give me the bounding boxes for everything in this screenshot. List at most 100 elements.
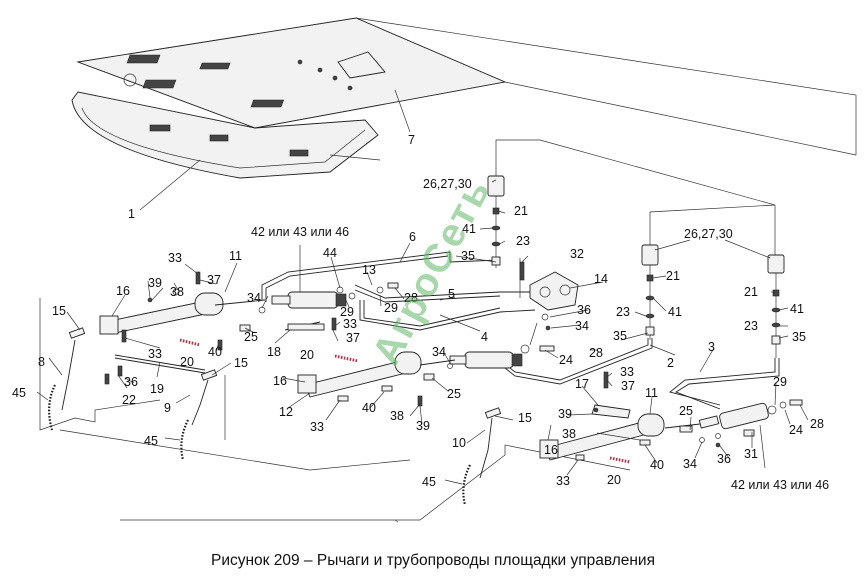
- pipe-18: [284, 321, 325, 331]
- leader-lines: [36, 89, 809, 485]
- callout-15-middle: 15: [234, 356, 248, 370]
- watermark: АгроСеть: [364, 170, 499, 372]
- lever-shaft-middle: [297, 351, 456, 398]
- callout-14: 14: [594, 272, 608, 286]
- callout-35-top: 35: [461, 249, 475, 263]
- spring-20-left: [179, 338, 201, 347]
- pipe-6: [261, 251, 501, 302]
- callout-25-left: 25: [244, 330, 258, 344]
- callout-24-right: 24: [789, 423, 803, 437]
- pipe-4: [359, 300, 536, 331]
- callout-39-a: 39: [148, 276, 162, 290]
- callout-25-right: 25: [679, 404, 693, 418]
- callout-9: 9: [164, 401, 171, 415]
- callout-40-a: 40: [208, 345, 222, 359]
- callout-33-a: 33: [168, 251, 182, 265]
- callout-2: 2: [667, 356, 674, 370]
- callout-6: 6: [409, 230, 416, 244]
- callout-24-left: 24: [559, 353, 573, 367]
- reservoir-top: [487, 175, 505, 268]
- callout-23-top: 23: [516, 234, 530, 248]
- callout-42-43-46-right: 42 или 43 или 46: [731, 478, 829, 492]
- callout-7: 7: [408, 133, 415, 147]
- figure-caption: Рисунок 209 – Рычаги и трубопроводы площ…: [211, 552, 655, 569]
- callout-21-top: 21: [514, 204, 528, 218]
- callout-37-a: 37: [207, 273, 221, 287]
- spring-20-middle: [334, 354, 359, 363]
- callout-1: 1: [128, 207, 135, 221]
- callout-15-right: 15: [518, 411, 532, 425]
- callout-labels: 1 2 3 4 5 6 7 8 9 10 11 11 12 13 14 15 1…: [12, 133, 829, 492]
- lever-shaft-right: [539, 413, 701, 461]
- lever-shaft-left: [99, 292, 266, 335]
- callout-45-left: 45: [12, 386, 26, 400]
- callout-23-left: 23: [616, 305, 630, 319]
- callout-22: 22: [122, 393, 136, 407]
- callout-42-43-46-left: 42 или 43 или 46: [251, 225, 349, 239]
- reservoir-left: [641, 244, 659, 340]
- pipe-5: [354, 284, 545, 303]
- callout-39-c: 39: [558, 407, 572, 421]
- callout-5: 5: [448, 287, 455, 301]
- callout-17: 17: [575, 377, 589, 391]
- platform-frame-1: [71, 91, 381, 179]
- callout-40-b: 40: [362, 401, 376, 415]
- callout-36-b: 36: [124, 375, 138, 389]
- callout-38-b: 38: [390, 409, 404, 423]
- bracket-17: [591, 404, 631, 419]
- callout-25-middle: 25: [447, 387, 461, 401]
- callout-18: 18: [267, 345, 281, 359]
- callout-28-left: 28: [589, 346, 603, 360]
- callout-13: 13: [362, 263, 376, 277]
- callout-16-left: 16: [116, 284, 130, 298]
- callout-41-right: 41: [790, 302, 804, 316]
- callout-33-f: 33: [620, 365, 634, 379]
- boot-45-middle: [180, 419, 189, 461]
- callout-33-c: 33: [148, 347, 162, 361]
- reservoir-right: [767, 254, 785, 358]
- callout-26-27-30-top: 26,27,30: [423, 177, 472, 191]
- callout-45-middle: 45: [144, 434, 158, 448]
- pedal-10: [479, 407, 502, 479]
- callout-39-b: 39: [416, 419, 430, 433]
- callout-37-b: 37: [346, 331, 360, 345]
- callout-41-left: 41: [668, 305, 682, 319]
- callout-20-left: 20: [180, 355, 194, 369]
- callout-33-e: 33: [556, 474, 570, 488]
- callout-36-a: 36: [577, 303, 591, 317]
- callout-34-b: 34: [432, 345, 446, 359]
- callout-31: 31: [744, 447, 758, 461]
- callout-34-a: 34: [247, 291, 261, 305]
- callout-20-right: 20: [607, 473, 621, 487]
- callout-10: 10: [452, 436, 466, 450]
- callout-33-b: 33: [343, 317, 357, 331]
- callout-34-d: 34: [683, 457, 697, 471]
- callout-45-right: 45: [422, 475, 436, 489]
- callout-41-top: 41: [462, 222, 476, 236]
- boot-45-right: [462, 464, 471, 506]
- callout-32: 32: [570, 247, 584, 261]
- callout-37-c: 37: [621, 379, 635, 393]
- callout-29-middle: 29: [384, 301, 398, 315]
- callout-38-c: 38: [562, 427, 576, 441]
- callout-16-middle: 16: [273, 374, 287, 388]
- callout-38-a: 38: [170, 285, 184, 299]
- callout-20-middle: 20: [300, 348, 314, 362]
- callout-19: 19: [150, 382, 164, 396]
- fasteners: [104, 261, 803, 461]
- callout-15-left: 15: [52, 304, 66, 318]
- callout-12: 12: [279, 405, 293, 419]
- callout-33-d: 33: [310, 420, 324, 434]
- callout-29-right: 29: [773, 375, 787, 389]
- callout-3: 3: [708, 340, 715, 354]
- pedal-8: [61, 327, 86, 411]
- callout-23-right: 23: [744, 319, 758, 333]
- callout-21-right: 21: [744, 285, 758, 299]
- callout-40-c: 40: [650, 458, 664, 472]
- callout-11-left: 11: [229, 249, 242, 263]
- callout-29-left: 29: [340, 305, 354, 319]
- callout-44: 44: [323, 246, 337, 260]
- master-cylinder-middle: [449, 351, 523, 369]
- master-cylinder-left: [271, 291, 347, 309]
